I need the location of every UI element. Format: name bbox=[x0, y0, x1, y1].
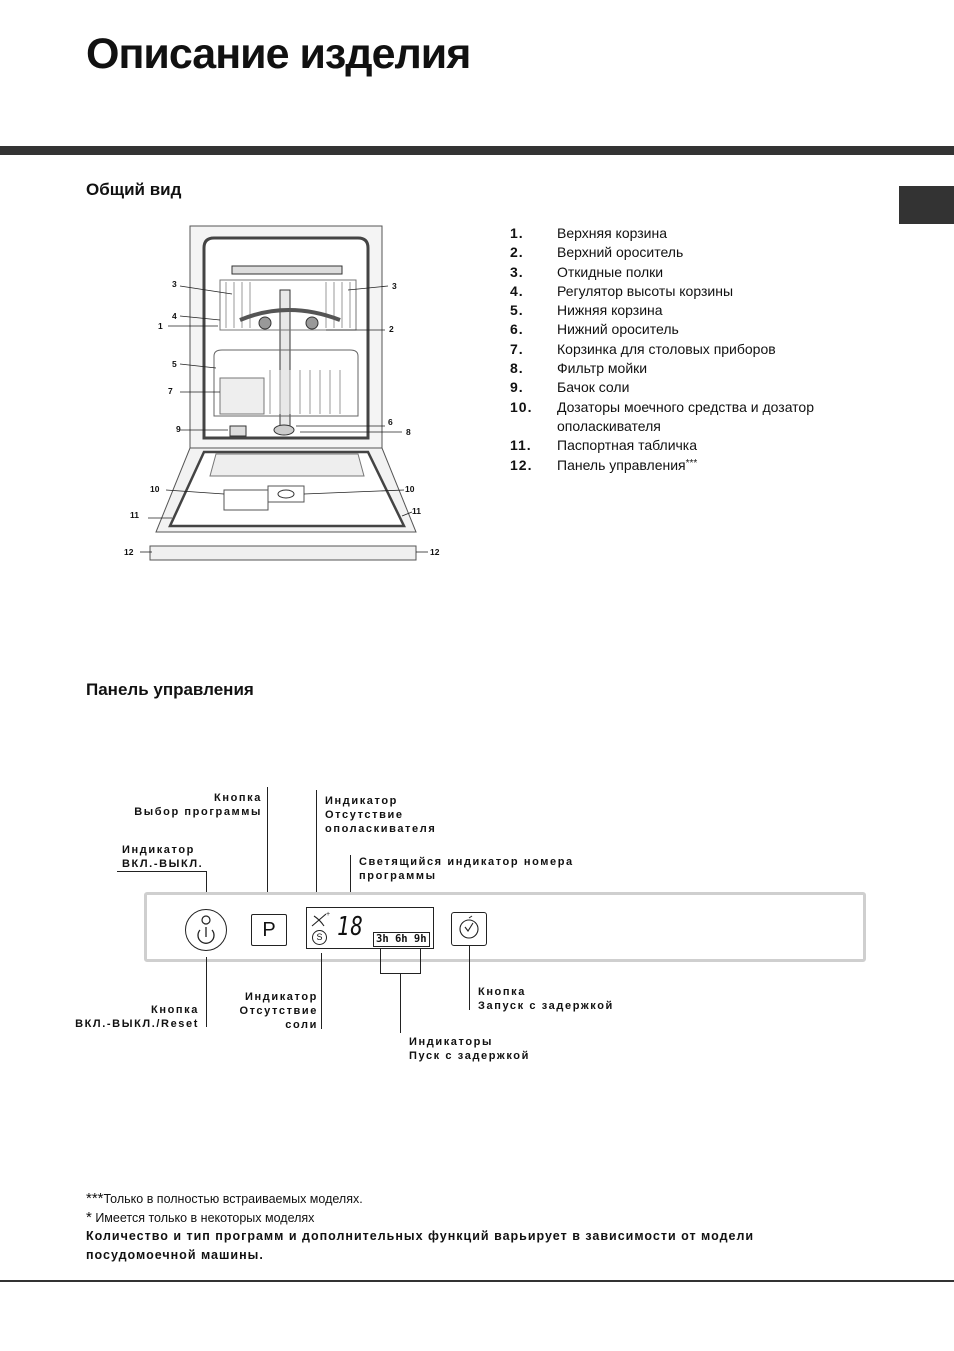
callout-right: 3 bbox=[392, 281, 397, 291]
callout-right: 6 bbox=[388, 417, 393, 427]
list-item: 7.Корзинка для столовых приборов bbox=[510, 340, 776, 357]
list-item: 5.Нижняя корзина bbox=[510, 302, 663, 319]
leader-line bbox=[469, 946, 470, 1010]
control-panel-heading: Панель управления bbox=[86, 680, 254, 699]
delay-clock-icon bbox=[459, 915, 479, 939]
leader-line bbox=[206, 871, 207, 905]
list-item: 9.Бачок соли bbox=[510, 379, 630, 396]
leader-line bbox=[206, 957, 207, 1027]
callout-right: 2 bbox=[389, 324, 394, 334]
list-item: 11.Паспортная табличка bbox=[510, 437, 698, 454]
leader-bracket bbox=[380, 948, 421, 974]
top-divider bbox=[0, 146, 954, 155]
callout-left: 11 bbox=[130, 510, 139, 520]
list-item: 8.Фильтр мойки bbox=[510, 360, 648, 377]
svg-text:+: + bbox=[326, 911, 330, 918]
parts-list: 1.Верхняя корзина 2.Верхний ороситель 3.… bbox=[510, 224, 877, 475]
program-select-button[interactable]: P bbox=[251, 914, 287, 946]
list-item: 2.Верхний ороситель bbox=[510, 244, 684, 261]
leader-line bbox=[400, 973, 401, 1033]
label-program-number: Светящийся индикатор номера программы bbox=[359, 856, 574, 882]
label-delay-button: Кнопка Запуск с задержкой bbox=[478, 986, 614, 1012]
callout-left: 12 bbox=[124, 547, 134, 557]
footnote-2: * Имеется только в некоторых моделях bbox=[86, 1208, 315, 1226]
list-item: 12.Панель управления*** bbox=[510, 456, 698, 473]
callout-right: 10 bbox=[405, 484, 415, 494]
callout-left: 10 bbox=[150, 484, 160, 494]
footnote-1: ***Только в полностью встраиваемых модел… bbox=[86, 1190, 363, 1207]
control-panel-bar bbox=[144, 892, 866, 962]
rinse-aid-icon: + bbox=[311, 911, 330, 927]
dishwasher-illustration: 3 4 1 5 7 9 10 11 12 3 2 6 8 10 11 12 bbox=[124, 225, 440, 561]
label-delay-indicators: Индикаторы Пуск с задержкой bbox=[409, 1036, 530, 1062]
callout-left: 5 bbox=[172, 359, 177, 369]
callout-right: 12 bbox=[430, 547, 440, 557]
callout-left: 7 bbox=[168, 386, 173, 396]
list-item: 4.Регулятор высоты корзины bbox=[510, 282, 734, 299]
label-program-button: Кнопка Выбор программы bbox=[134, 792, 262, 818]
footnote-mark: *** bbox=[685, 457, 698, 469]
page-title: Описание изделия bbox=[86, 30, 471, 78]
label-power-button: Кнопка ВКЛ.-ВЫКЛ./Reset bbox=[75, 1004, 199, 1030]
leader-line bbox=[267, 787, 268, 915]
footnotes: ***Только в полностью встраиваемых модел… bbox=[86, 1190, 786, 1264]
list-item: 3.Откидные полки bbox=[510, 263, 664, 280]
list-item: 6.Нижний ороситель bbox=[510, 321, 679, 338]
leader-line bbox=[321, 953, 322, 1029]
label-rinse-indicator: Индикатор Отсутствие ополаскивателя bbox=[325, 795, 437, 835]
label-power-indicator: Индикатор ВКЛ.-ВЫКЛ. bbox=[122, 844, 204, 870]
list-item: 10.Дозаторы моечного средства и дозатор … bbox=[510, 398, 814, 434]
delay-indicators-display: 3h 6h 9h bbox=[373, 932, 430, 947]
callout-left: 9 bbox=[176, 424, 181, 434]
leader-line bbox=[117, 871, 207, 872]
power-icon bbox=[197, 915, 215, 944]
footnote-note: Количество и тип программ и дополнительн… bbox=[86, 1229, 755, 1262]
leader-line bbox=[316, 790, 317, 900]
label-salt-indicator: Индикатор Отсутствие соли bbox=[239, 991, 318, 1031]
program-number-display: 18 bbox=[337, 912, 364, 942]
display-panel: + S 18 3h 6h 9h bbox=[306, 907, 434, 949]
list-item: 1.Верхняя корзина bbox=[510, 225, 667, 241]
callout-right: 8 bbox=[406, 427, 411, 437]
general-view-heading: Общий вид bbox=[86, 180, 182, 199]
callout-left: 4 bbox=[172, 311, 177, 321]
leader-line bbox=[350, 855, 351, 915]
callout-left: 3 bbox=[172, 279, 177, 289]
callout-left: 1 bbox=[158, 321, 163, 331]
bottom-divider bbox=[0, 1280, 954, 1282]
callout-right: 11 bbox=[412, 506, 421, 516]
language-tab-marker bbox=[899, 186, 954, 224]
delay-start-button[interactable] bbox=[451, 912, 487, 946]
salt-icon: S bbox=[312, 930, 327, 945]
power-button[interactable] bbox=[185, 909, 227, 951]
